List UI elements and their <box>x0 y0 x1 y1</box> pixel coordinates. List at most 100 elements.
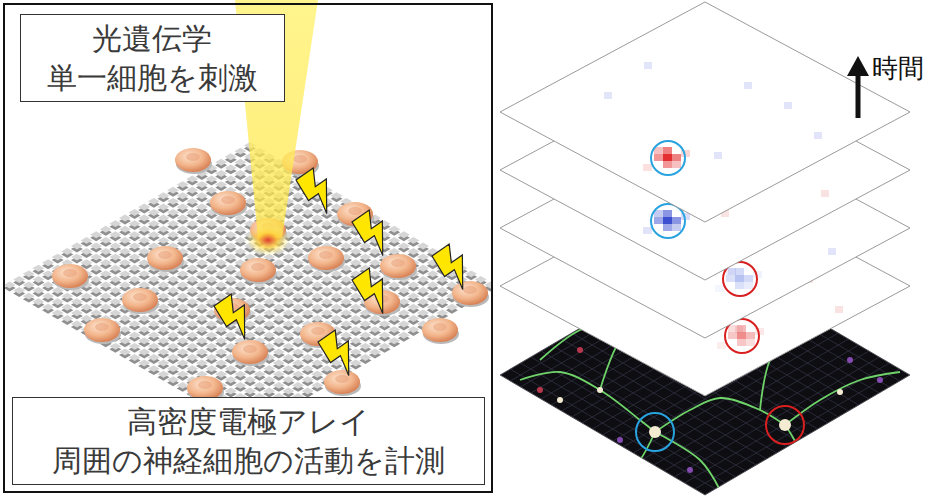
heat-pixel <box>726 275 735 282</box>
heat-pixel <box>643 164 652 171</box>
electrode <box>215 237 227 244</box>
electrode <box>177 293 189 300</box>
electrode <box>23 293 35 300</box>
electrode <box>158 192 170 199</box>
electrode <box>417 287 429 294</box>
image-grid <box>828 447 947 497</box>
electrode <box>52 254 64 261</box>
electrode <box>158 203 170 210</box>
cell-nucleus <box>251 263 265 271</box>
electrode <box>331 192 343 199</box>
electrode <box>292 315 304 322</box>
electrode <box>350 360 362 367</box>
heat-pixel <box>746 339 755 346</box>
heat-pixel <box>714 152 722 159</box>
neuron-cell <box>324 370 361 396</box>
electrode <box>158 282 170 289</box>
electrode <box>331 226 343 233</box>
electrode <box>206 265 218 272</box>
soma <box>597 387 603 393</box>
cell-body <box>52 264 88 288</box>
heat-pixel <box>735 282 744 289</box>
electrode <box>148 231 160 238</box>
electrode <box>109 287 121 294</box>
electrode <box>417 298 429 305</box>
electrode <box>42 304 54 311</box>
electrode <box>196 237 208 244</box>
electrode <box>302 209 314 216</box>
electrode <box>186 276 198 283</box>
electrode <box>119 326 131 333</box>
electrode <box>350 304 362 311</box>
electrode <box>138 337 150 344</box>
electrode <box>263 388 275 395</box>
electrode <box>129 343 141 350</box>
electrode <box>158 337 170 344</box>
electrode <box>167 220 179 227</box>
heat-pixel <box>672 161 681 168</box>
electrode <box>369 315 381 322</box>
electrode <box>302 287 314 294</box>
electrode <box>234 237 246 244</box>
electrode <box>186 176 198 183</box>
soma <box>837 389 843 395</box>
electrode <box>167 287 179 294</box>
electrode <box>71 321 83 328</box>
heat-pixel <box>735 326 743 333</box>
neuron-cell <box>232 340 269 366</box>
electrode <box>109 254 121 261</box>
electrode <box>273 348 285 355</box>
image-grid <box>726 387 931 497</box>
electrode <box>283 321 295 328</box>
electrode <box>206 231 218 238</box>
electrode <box>196 348 208 355</box>
electrode <box>263 287 275 294</box>
electrode <box>148 365 160 372</box>
electrode <box>186 298 198 305</box>
heat-pixel <box>654 154 663 161</box>
image-grid <box>869 471 947 497</box>
electrode <box>215 337 227 344</box>
electrode <box>244 365 256 372</box>
electrode <box>5 282 16 289</box>
electrode <box>379 321 391 328</box>
electrode <box>244 287 256 294</box>
electrode <box>292 259 304 266</box>
electrode <box>148 332 160 339</box>
soma <box>649 426 661 438</box>
electrode <box>398 309 410 316</box>
electrode <box>138 348 150 355</box>
electrode <box>436 287 448 294</box>
soma <box>557 397 563 403</box>
neuron-cell <box>52 264 89 290</box>
electrode <box>369 259 381 266</box>
electrode <box>206 365 218 372</box>
electrode <box>244 376 256 383</box>
electrode <box>234 226 246 233</box>
electrode <box>196 337 208 344</box>
left-panel <box>4 0 497 492</box>
cell-nucleus <box>311 327 325 335</box>
electrode <box>350 248 362 255</box>
electrode <box>292 293 304 300</box>
electrode <box>311 282 323 289</box>
electrode <box>311 315 323 322</box>
electrode <box>158 293 170 300</box>
electrode <box>138 270 150 277</box>
electrode <box>196 181 208 188</box>
right-panel <box>500 2 947 497</box>
electrode <box>33 298 45 305</box>
spike-bolt <box>317 327 365 379</box>
electrode <box>158 226 170 233</box>
electrode <box>321 276 333 283</box>
cell-body <box>324 370 360 394</box>
electrode <box>177 304 189 311</box>
electrode <box>167 365 179 372</box>
electrode <box>340 332 352 339</box>
electrode <box>302 354 314 361</box>
electrode <box>436 298 448 305</box>
electrode <box>283 298 295 305</box>
electrode <box>292 282 304 289</box>
electrode <box>225 365 237 372</box>
electrode <box>167 198 179 205</box>
